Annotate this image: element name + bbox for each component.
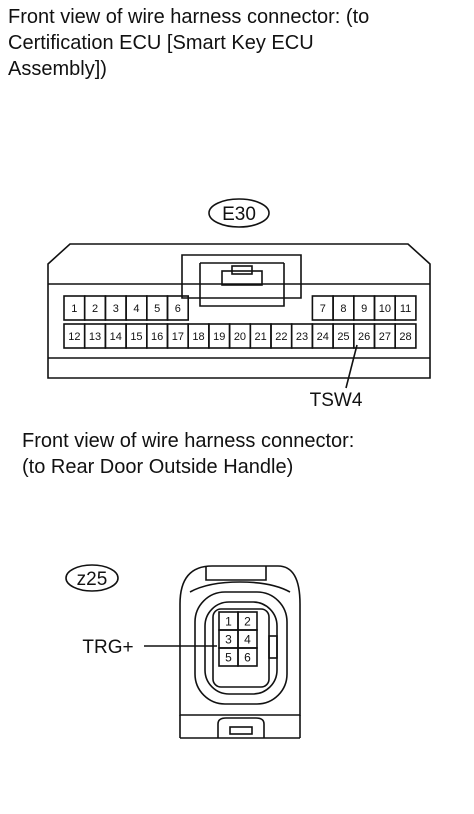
connector-z25-code-badge (65, 564, 119, 592)
connector-z25-pin-3: 3 (225, 632, 232, 646)
connector-z25-pin-5: 5 (225, 650, 232, 664)
connector-z25-pin-2: 2 (244, 614, 251, 628)
connector-z25-code: z25 (77, 569, 108, 590)
connector-e30-housing (47, 243, 431, 379)
connector-e30-pin-2: 2 (92, 303, 98, 315)
connector-z25-housing (179, 565, 301, 716)
connector-e30-pin-27: 27 (379, 331, 391, 343)
connector-e30-pin-13: 13 (89, 331, 101, 343)
connector-e30-pin-18: 18 (192, 331, 204, 343)
connector-z25-callout-label: TRG+ (82, 637, 133, 658)
connector-e30-pin-4: 4 (133, 303, 139, 315)
connector-e30-pin-17: 17 (172, 331, 184, 343)
connector-z25-pin-6: 6 (244, 650, 251, 664)
connector-e30-pin-7: 7 (320, 303, 326, 315)
connector-e30-code-badge (208, 198, 270, 228)
connector-z25-caption: Front view of wire harness connector: (t… (22, 430, 355, 478)
connector-e30-pin-5: 5 (154, 303, 160, 315)
connector-e30-pin-8: 8 (340, 303, 346, 315)
connector-e30-pin-9: 9 (361, 303, 367, 315)
connector-e30-callout-label: TSW4 (310, 390, 363, 411)
connector-e30-pin-6: 6 (175, 303, 181, 315)
connector-e30-pin-21: 21 (255, 331, 267, 343)
connector-e30-pin-24: 24 (317, 331, 329, 343)
connector-e30-pin-11: 11 (400, 303, 411, 315)
connector-e30-code: E30 (222, 204, 256, 225)
connector-e30-pin-6-cell (166, 295, 190, 321)
connector-e30-pin-26: 26 (358, 331, 370, 343)
connector-e30-pin-11-cell (394, 295, 417, 321)
connector-e30-pin-25: 25 (337, 331, 349, 343)
connector-e30-pin-15: 15 (130, 331, 142, 343)
connector-e30-callout-line (345, 344, 358, 389)
connector-e30-pin-10: 10 (379, 303, 391, 315)
connector-e30-lock (181, 254, 302, 299)
connector-e30-pin-22: 22 (275, 331, 287, 343)
connector-e30-pin-14: 14 (110, 331, 122, 343)
connector-z25-pin-6-cell (237, 647, 258, 667)
connector-e30-pin-23: 23 (296, 331, 308, 343)
connector-e30-pin-16: 16 (151, 331, 163, 343)
connector-e30-pin-28-cell (394, 323, 417, 349)
connector-e30-pin-28: 28 (399, 331, 411, 343)
connector-z25-pin-4: 4 (244, 632, 251, 646)
connector-e30-caption: Front view of wire harness connector: (t… (8, 6, 370, 80)
connector-e30-pin-3: 3 (113, 303, 119, 315)
connector-e30-pin-20: 20 (234, 331, 246, 343)
connector-z25-pin-1: 1 (225, 614, 232, 628)
connector-e30-pin-1: 1 (71, 303, 77, 315)
connector-e30-pin-12: 12 (68, 331, 80, 343)
connector-e30-pin-19: 19 (213, 331, 225, 343)
